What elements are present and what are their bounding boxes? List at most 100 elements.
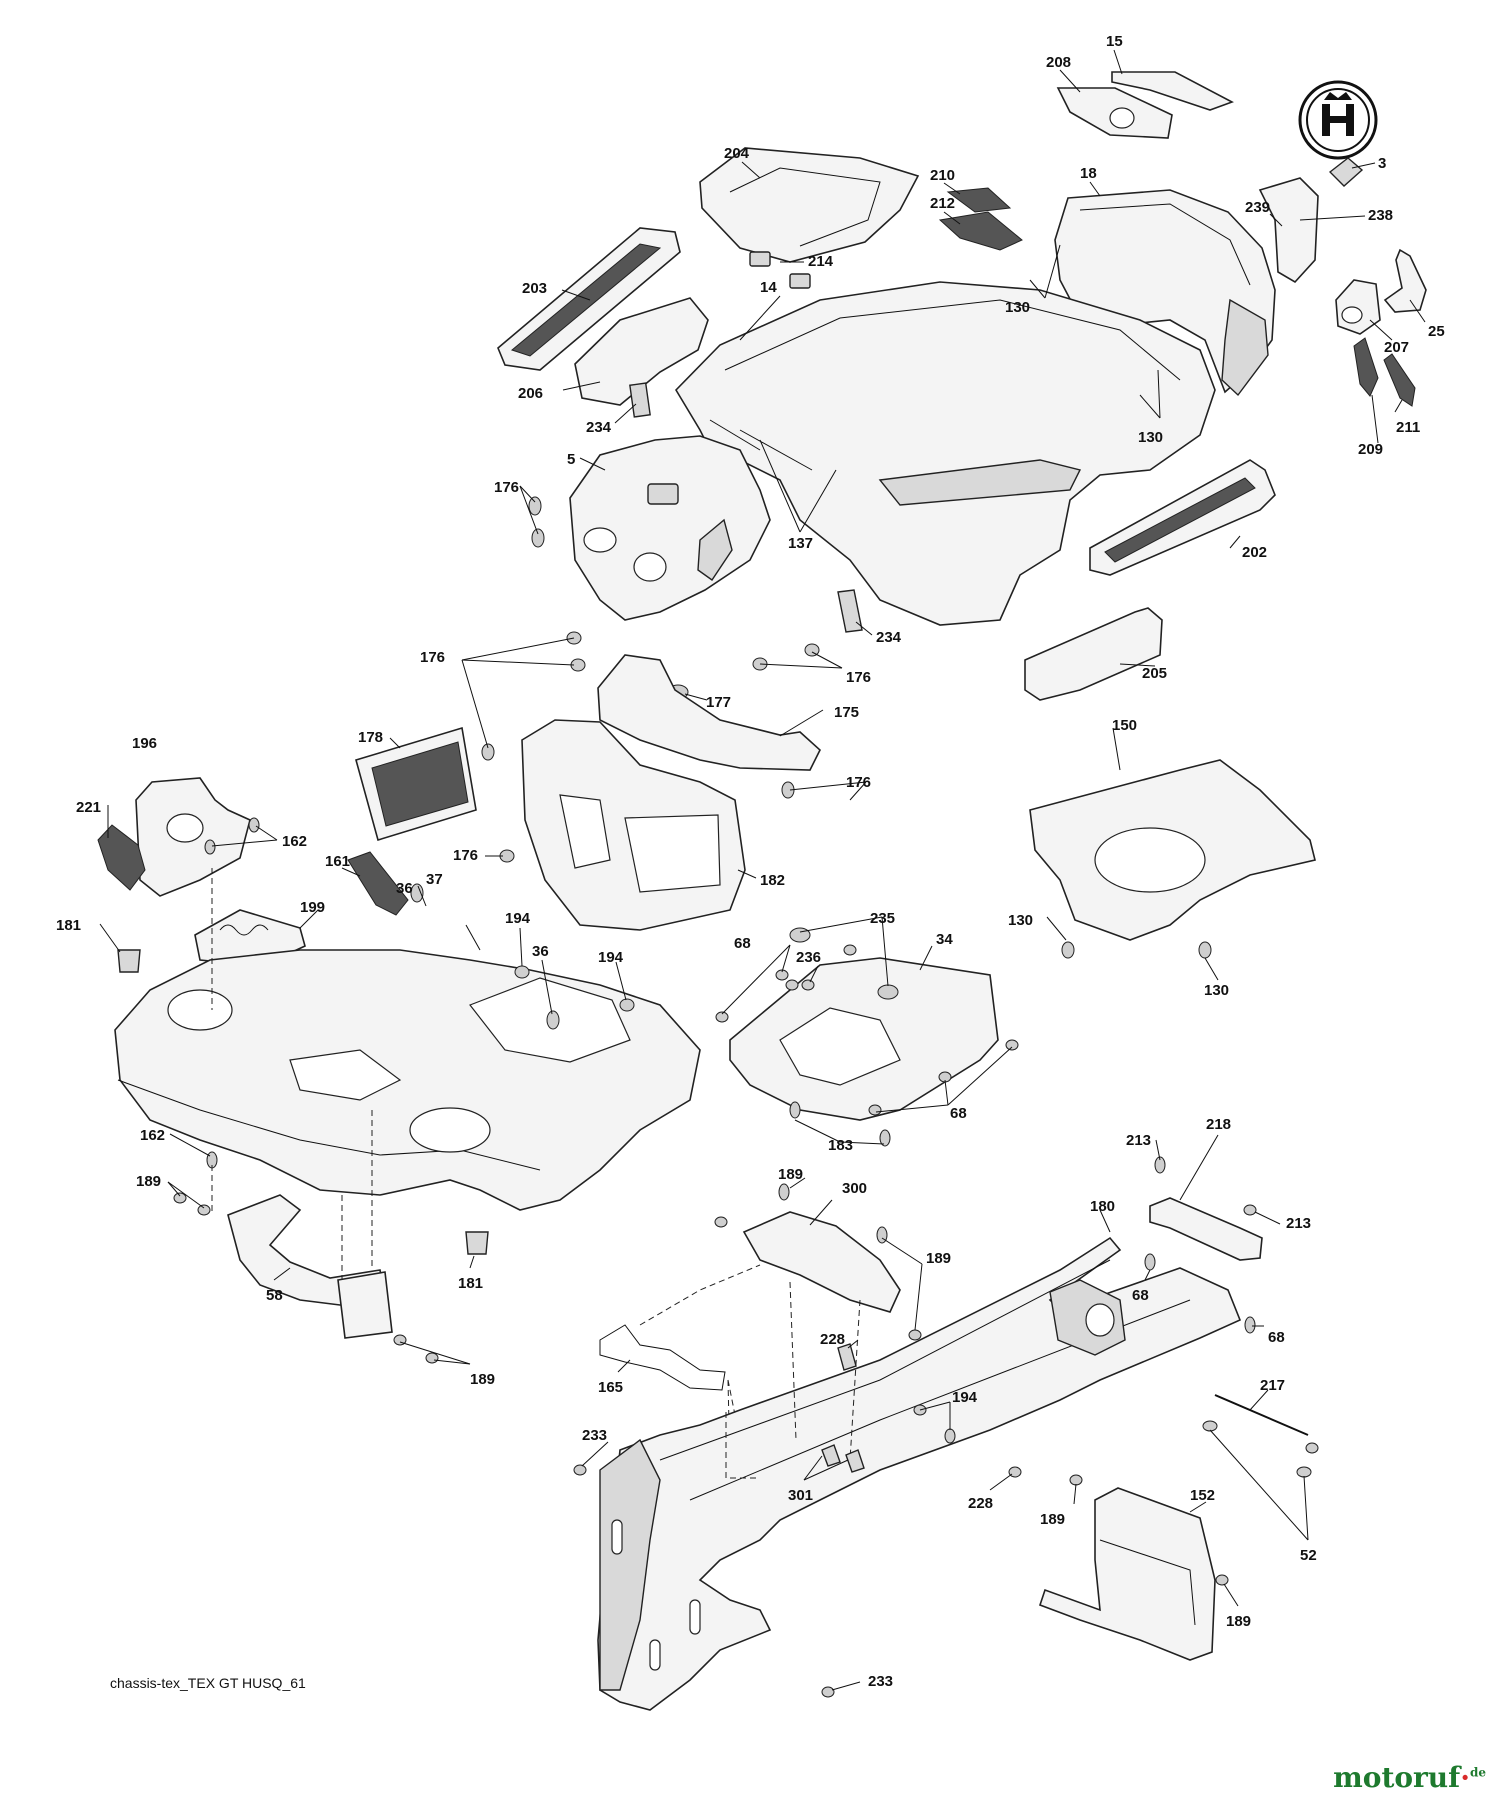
callout-3: 3 <box>1378 155 1386 172</box>
callout-176-d: 176 <box>846 774 871 791</box>
part-150-hole <box>1094 827 1206 893</box>
callout-176-b: 176 <box>420 649 445 666</box>
part-130-bolt-c <box>1061 941 1075 959</box>
callout-labels: 15 208 3 204 210 212 18 239 238 214 203 … <box>56 33 1445 1690</box>
part-212 <box>938 211 1023 251</box>
callout-161: 161 <box>325 853 350 870</box>
callout-5: 5 <box>567 451 575 468</box>
part-161 <box>347 851 409 916</box>
part-206 <box>574 297 709 406</box>
part-180 <box>597 1236 1242 1711</box>
part-213-bolt-b <box>1243 1204 1257 1216</box>
part-204-top <box>729 167 881 247</box>
callout-221: 221 <box>76 799 101 816</box>
part-194-nut-a <box>514 965 530 979</box>
callout-209: 209 <box>1358 441 1383 458</box>
part-236-nut <box>801 979 815 991</box>
callout-52: 52 <box>1300 1547 1317 1564</box>
dash-chassis <box>725 1412 760 1479</box>
part-235-grommet-b <box>877 984 899 1000</box>
callout-300: 300 <box>842 1180 867 1197</box>
part-36b-bolt <box>546 1010 560 1030</box>
part-238 <box>1258 177 1319 284</box>
part-58 <box>227 1194 386 1306</box>
part-189-bolt-f <box>1069 1474 1083 1486</box>
part-234a <box>629 382 651 418</box>
part-5-key <box>633 552 667 582</box>
callout-189-b: 189 <box>136 1173 161 1190</box>
part-204 <box>699 147 920 263</box>
part-37-edge <box>117 1079 541 1171</box>
part-181b <box>465 1231 489 1255</box>
part-180-slots <box>611 1519 701 1671</box>
part-5-screen <box>647 483 679 505</box>
callout-130-d: 130 <box>1204 982 1229 999</box>
part-214a <box>749 251 771 267</box>
part-137-strut-a <box>709 419 761 451</box>
callout-236: 236 <box>796 949 821 966</box>
part-180-rail <box>659 1259 1111 1461</box>
part-217 <box>1214 1394 1309 1436</box>
part-182-window2 <box>624 814 721 893</box>
watermark-dot: · <box>1460 1761 1470 1794</box>
part-15 <box>1111 71 1234 111</box>
callout-208: 208 <box>1046 54 1071 71</box>
part-235-grommet-a <box>789 927 811 943</box>
part-37-hole-left <box>167 989 233 1031</box>
part-233-bolt-b <box>821 1686 835 1698</box>
callout-178: 178 <box>358 729 383 746</box>
watermark-suffix: de <box>1469 1765 1486 1780</box>
callout-176-a: 176 <box>494 479 519 496</box>
callout-177: 177 <box>706 694 731 711</box>
part-52-washer-b <box>1296 1466 1312 1478</box>
callout-189-c: 189 <box>926 1250 951 1267</box>
part-175 <box>597 654 821 771</box>
part-300 <box>742 1211 901 1313</box>
callout-58: 58 <box>266 1287 283 1304</box>
part-37-slot <box>289 1049 402 1101</box>
part-233-bolt-a <box>573 1464 587 1476</box>
part-202-mesh <box>1104 477 1256 563</box>
part-5 <box>569 435 771 621</box>
part-218 <box>1149 1197 1263 1261</box>
callout-68-d: 68 <box>1268 1329 1285 1346</box>
part-36a-bolt <box>410 883 424 903</box>
part-203-mesh <box>510 243 662 357</box>
callout-211: 211 <box>1396 419 1420 436</box>
callout-130-b: 130 <box>1138 429 1163 446</box>
part-214b <box>789 273 811 289</box>
part-209 <box>1353 337 1379 397</box>
callout-233-b: 233 <box>868 1673 893 1690</box>
callout-68-c: 68 <box>1132 1287 1149 1304</box>
part-3 <box>1328 157 1364 187</box>
callout-204: 204 <box>724 145 750 162</box>
part-189-bolt-b <box>778 1183 790 1201</box>
callout-202: 202 <box>1242 544 1267 561</box>
part-189-bolt-g <box>1215 1574 1229 1586</box>
callout-234-b: 234 <box>876 629 902 646</box>
watermark-logo: motoruf·de <box>1333 1761 1486 1794</box>
part-183-bolt-b <box>879 1129 891 1147</box>
callout-18: 18 <box>1080 165 1097 182</box>
callout-205: 205 <box>1142 665 1167 682</box>
callout-194-b: 194 <box>598 949 624 966</box>
callout-194-c: 194 <box>952 1389 978 1406</box>
part-183-bolt-a <box>789 1101 801 1119</box>
callout-15: 15 <box>1106 33 1123 50</box>
callout-68-b: 68 <box>950 1105 967 1122</box>
part-301a <box>821 1444 841 1467</box>
callout-180: 180 <box>1090 1198 1115 1215</box>
part-18 <box>1054 189 1276 394</box>
part-207-lamp <box>1341 306 1363 324</box>
callout-176-e: 176 <box>453 847 478 864</box>
part-182-window <box>559 794 611 869</box>
part-205 <box>1024 607 1163 701</box>
callout-189-d: 189 <box>470 1371 495 1388</box>
callout-189-f: 189 <box>1226 1613 1251 1630</box>
part-194-nut-b <box>619 998 635 1012</box>
part-68-bolt-c <box>1144 1253 1156 1271</box>
part-14-panel <box>724 299 1181 381</box>
callout-234-a: 234 <box>586 419 612 436</box>
callout-162-a: 162 <box>282 833 307 850</box>
